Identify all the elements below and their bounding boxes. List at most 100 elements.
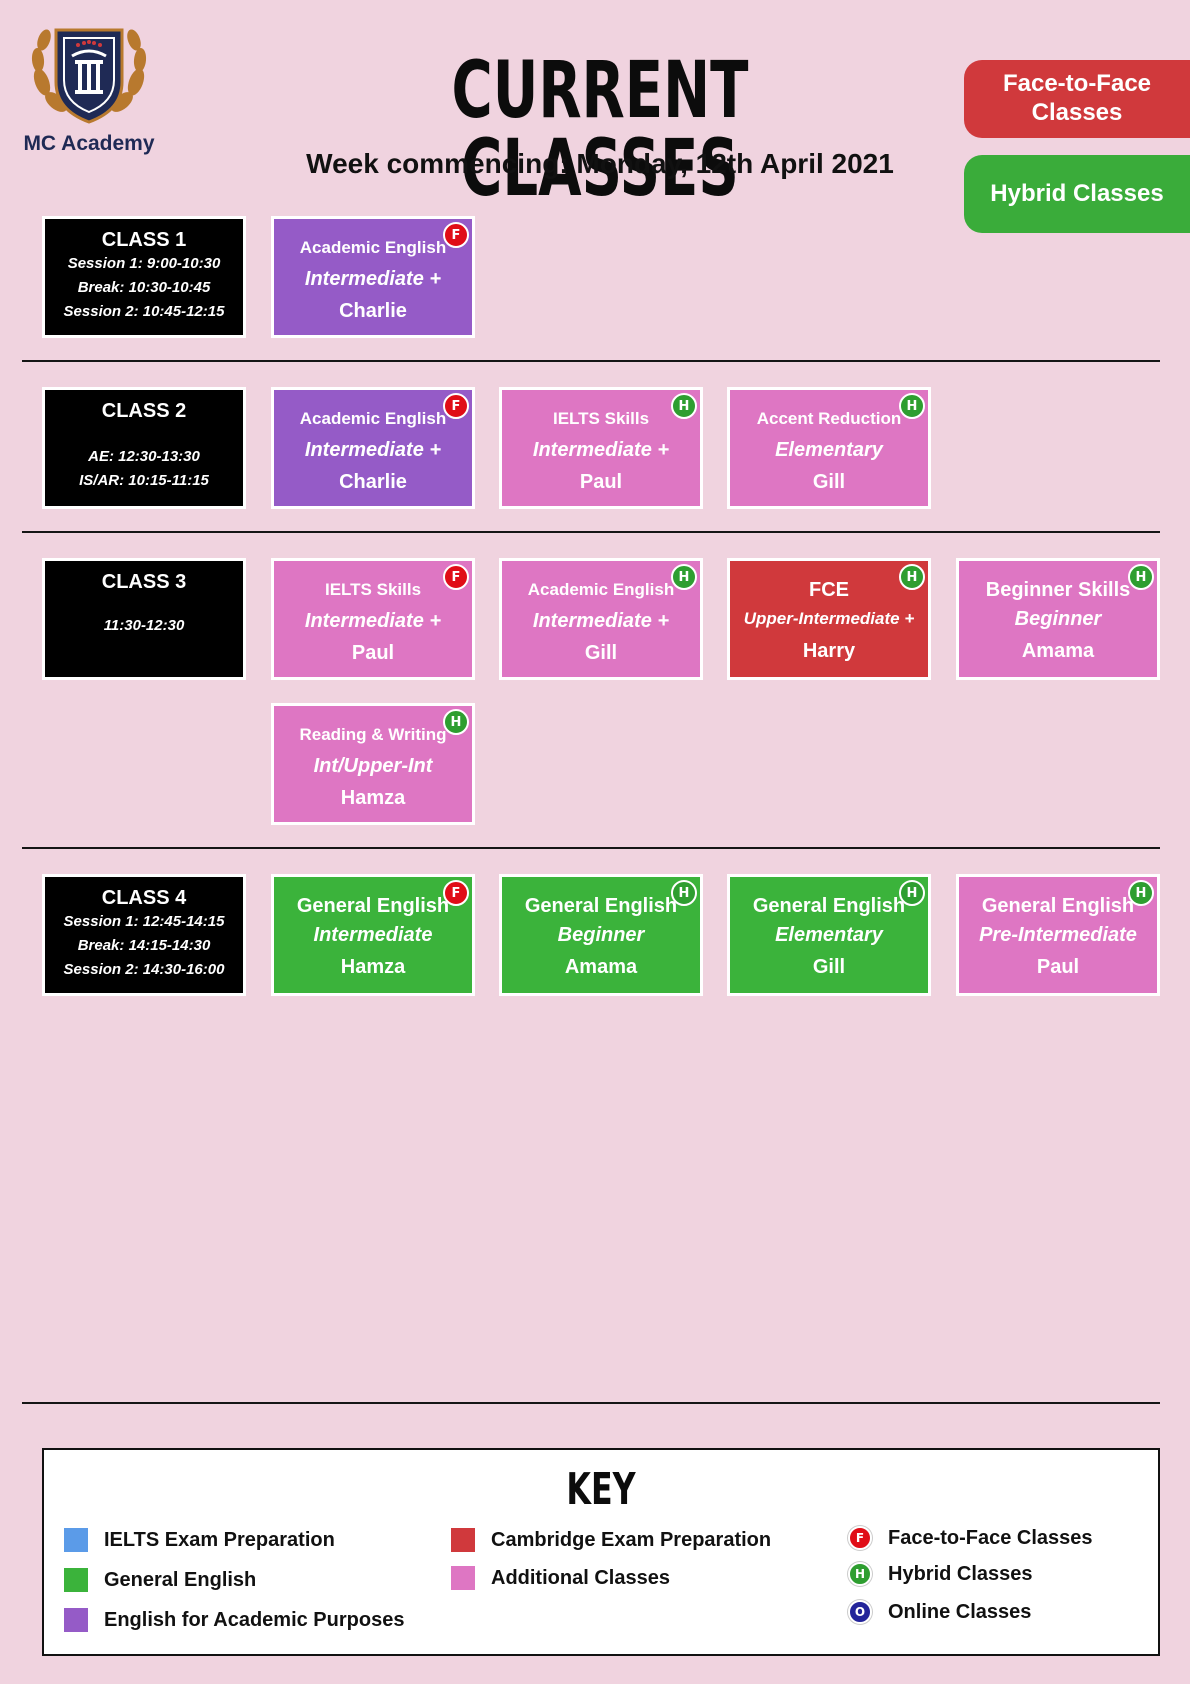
- key-category-label: Cambridge Exam Preparation: [491, 1528, 772, 1551]
- key-category-label: General English: [104, 1568, 257, 1591]
- session-time: IS/AR: 10:15-11:15: [79, 472, 209, 489]
- card-subject: General English: [296, 895, 450, 917]
- card-level: Intermediate +: [304, 439, 442, 461]
- card-level: Beginner: [557, 924, 645, 946]
- class-name: CLASS 2: [101, 400, 187, 422]
- week-subtitle: Week commencing: Monday, 12th April 2021: [306, 148, 894, 179]
- card-level: Beginner: [1014, 608, 1102, 630]
- hybrid-badge-icon: H: [899, 880, 925, 906]
- session-time: 11:30-12:30: [103, 617, 185, 634]
- session-time: Session 2: 10:45-12:15: [63, 303, 225, 320]
- hybrid-badge-icon: H: [1128, 564, 1154, 590]
- face-to-face-badge-icon: F: [443, 564, 469, 590]
- face-to-face-pill: Face-to-Face Classes: [964, 60, 1190, 138]
- card-subject: General English: [524, 895, 678, 917]
- key-mode-icon: F: [848, 1526, 872, 1550]
- face-to-face-badge-icon: F: [443, 880, 469, 906]
- session-time: Session 1: 12:45-14:15: [63, 913, 225, 930]
- key-color-swatch: [451, 1528, 475, 1552]
- session-time: Break: 14:15-14:30: [77, 937, 211, 954]
- class-sessions: 11:30-12:30: [45, 614, 243, 638]
- face-to-face-badge-icon: F: [443, 222, 469, 248]
- key-mode-label: Face-to-Face Classes: [888, 1526, 1093, 1549]
- key-mode-icon: H: [848, 1562, 872, 1586]
- card-level: Intermediate +: [304, 268, 442, 290]
- card-teacher: Amama: [564, 956, 638, 978]
- card-teacher: Paul: [1036, 956, 1080, 978]
- hybrid-badge-icon: H: [671, 564, 697, 590]
- card-teacher: Amama: [1021, 640, 1095, 662]
- card-subject: IELTS Skills: [552, 409, 650, 428]
- card-level: Elementary: [775, 924, 883, 946]
- card-subject: General English: [752, 895, 906, 917]
- key-mode-label: Hybrid Classes: [888, 1562, 1033, 1585]
- card-subject: Academic English: [299, 409, 447, 428]
- card-subject: Beginner Skills: [985, 579, 1131, 601]
- card-teacher: Charlie: [339, 471, 407, 493]
- hybrid-badge-icon: H: [899, 393, 925, 419]
- card-level: Int/Upper-Int: [313, 755, 433, 777]
- key-category-item: Additional Classes: [451, 1566, 670, 1590]
- card-teacher: Hamza: [340, 956, 406, 978]
- class-name: CLASS 4: [101, 887, 187, 909]
- row-divider: [22, 360, 1160, 362]
- key-category-label: English for Academic Purposes: [104, 1608, 405, 1631]
- row-divider: [22, 1402, 1160, 1404]
- card-teacher: Gill: [812, 471, 846, 493]
- key-category-item: English for Academic Purposes: [64, 1608, 404, 1632]
- academy-logo: MC Academy: [14, 12, 164, 162]
- session-time: AE: 12:30-13:30: [88, 448, 200, 465]
- hybrid-badge-icon: H: [671, 393, 697, 419]
- card-level: Intermediate +: [532, 439, 670, 461]
- key-category-item: Cambridge Exam Preparation: [451, 1528, 771, 1552]
- hybrid-badge-icon: H: [443, 709, 469, 735]
- key-category-label: Additional Classes: [491, 1566, 670, 1589]
- card-teacher: Gill: [584, 642, 618, 664]
- key-mode-item: H Hybrid Classes: [848, 1562, 1033, 1586]
- hybrid-pill: Hybrid Classes: [964, 155, 1190, 233]
- card-subject: Academic English: [527, 580, 675, 599]
- logo-text: MC Academy: [23, 132, 155, 155]
- row-divider: [22, 847, 1160, 849]
- card-teacher: Paul: [579, 471, 623, 493]
- card-subject: Academic English: [299, 238, 447, 257]
- card-teacher: Gill: [812, 956, 846, 978]
- card-level: Pre-Intermediate: [979, 924, 1137, 946]
- key-category-label: IELTS Exam Preparation: [104, 1528, 335, 1551]
- card-level: Intermediate +: [532, 610, 670, 632]
- key-color-swatch: [64, 1608, 88, 1632]
- card-teacher: Paul: [351, 642, 395, 664]
- hybrid-badge-icon: H: [671, 880, 697, 906]
- card-level: Intermediate +: [304, 610, 442, 632]
- session-time: Break: 10:30-10:45: [77, 279, 211, 296]
- card-subject: IELTS Skills: [324, 580, 422, 599]
- session-time: Session 1: 9:00-10:30: [67, 255, 221, 272]
- key-mode-label: Online Classes: [888, 1600, 1032, 1623]
- row-divider: [22, 531, 1160, 533]
- key-color-swatch: [64, 1528, 88, 1552]
- card-subject: Accent Reduction: [756, 409, 902, 428]
- card-subject: Reading & Writing: [299, 725, 447, 744]
- card-teacher: Charlie: [339, 300, 407, 322]
- class-name: CLASS 1: [101, 229, 187, 251]
- key-category-item: General English: [64, 1568, 256, 1592]
- page-title: CURRENT CLASSES: [451, 46, 749, 214]
- key-color-swatch: [451, 1566, 475, 1590]
- card-level: Upper-Intermediate +: [743, 609, 915, 628]
